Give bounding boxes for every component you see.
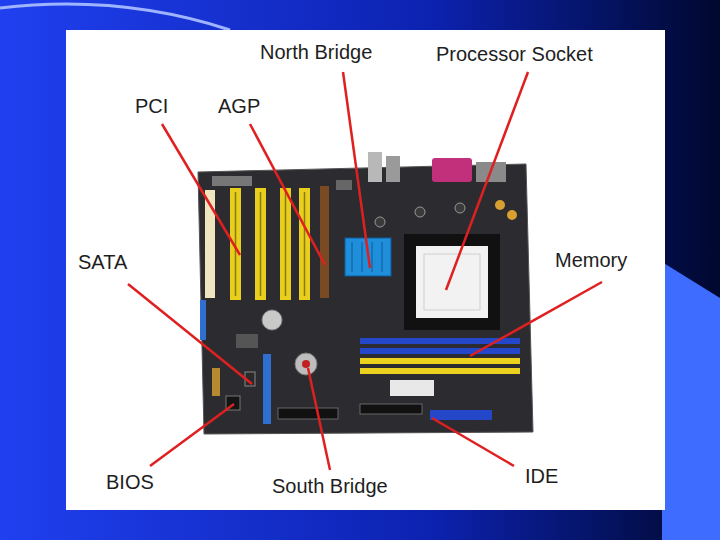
label-wrapper: Memory bbox=[555, 248, 627, 272]
memory-slot bbox=[360, 348, 520, 354]
leader-line bbox=[250, 124, 325, 265]
chip bbox=[212, 176, 252, 186]
leader-line bbox=[308, 368, 330, 470]
leader-lines bbox=[128, 72, 602, 470]
heatsink-fin bbox=[352, 242, 353, 272]
capacitor bbox=[375, 217, 385, 227]
part-label: Processor Socket bbox=[436, 42, 593, 66]
south-bridge-mark bbox=[302, 360, 310, 368]
board-edge bbox=[198, 164, 533, 434]
floppy-connector bbox=[278, 408, 338, 419]
slot-groove bbox=[304, 192, 306, 296]
slot-groove bbox=[285, 192, 287, 296]
capacitor bbox=[415, 207, 425, 217]
pci-slot bbox=[255, 188, 266, 300]
capacitor bbox=[495, 200, 505, 210]
leader-line bbox=[446, 72, 528, 290]
parallel-port bbox=[432, 158, 472, 182]
slot-groove bbox=[235, 192, 237, 296]
decor-panel bbox=[662, 262, 720, 540]
socket-frame bbox=[404, 234, 500, 330]
leader-line bbox=[128, 284, 252, 384]
part-label: Memory bbox=[555, 248, 627, 272]
memory-slot bbox=[360, 358, 520, 364]
socket-pins bbox=[424, 254, 480, 310]
leader-line bbox=[343, 72, 370, 268]
part-label: AGP bbox=[218, 94, 260, 118]
label-wrapper: North Bridge bbox=[260, 40, 372, 64]
south-bridge bbox=[295, 353, 317, 375]
part-label: BIOS bbox=[106, 470, 154, 494]
part-label: South Bridge bbox=[272, 474, 388, 498]
leader-line bbox=[470, 282, 602, 356]
label-wrapper: IDE bbox=[525, 464, 558, 488]
heatsink-fin bbox=[382, 242, 383, 272]
expansion-slot bbox=[263, 354, 271, 424]
capacitor bbox=[455, 203, 465, 213]
usb-port bbox=[368, 152, 382, 182]
power-connector bbox=[390, 380, 434, 396]
pci-slot bbox=[299, 188, 310, 300]
part-label: PCI bbox=[135, 94, 168, 118]
usb-port bbox=[386, 156, 400, 182]
part-label: North Bridge bbox=[260, 40, 372, 64]
connector bbox=[200, 300, 206, 340]
memory-slot bbox=[360, 368, 520, 374]
agp-slot bbox=[320, 186, 329, 298]
capacitor bbox=[507, 210, 517, 220]
white-panel bbox=[66, 30, 665, 510]
slot-groove bbox=[260, 192, 262, 296]
chip bbox=[336, 180, 352, 190]
label-wrapper: PCI bbox=[135, 94, 168, 118]
label-wrapper: South Bridge bbox=[272, 474, 388, 498]
battery bbox=[262, 310, 282, 330]
part-label: SATA bbox=[78, 250, 127, 274]
pci-slot bbox=[230, 188, 241, 300]
decor-arc bbox=[0, 4, 230, 30]
heatsink-fin bbox=[372, 242, 373, 272]
connector bbox=[212, 368, 220, 396]
processor-socket bbox=[416, 246, 488, 318]
heatsink-fin bbox=[362, 242, 363, 272]
label-wrapper: AGP bbox=[218, 94, 260, 118]
part-label: IDE bbox=[525, 464, 558, 488]
label-wrapper: Processor Socket bbox=[436, 42, 593, 66]
pci-slot bbox=[280, 188, 291, 300]
leader-line bbox=[150, 404, 234, 466]
label-wrapper: BIOS bbox=[106, 470, 154, 494]
leader-line bbox=[162, 124, 240, 255]
ide-connector bbox=[360, 404, 422, 414]
board bbox=[198, 164, 533, 434]
leader-line bbox=[432, 418, 514, 466]
ide-connector bbox=[430, 410, 492, 420]
chip bbox=[236, 334, 258, 348]
label-wrapper: SATA bbox=[78, 250, 127, 274]
